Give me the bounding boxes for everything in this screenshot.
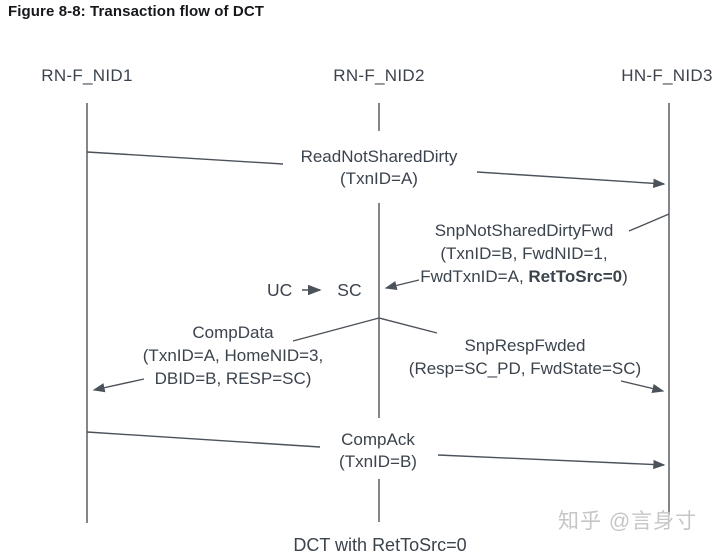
message-params: (TxnID=B) [339, 452, 417, 471]
message-name: CompAck [341, 430, 415, 449]
message-readnotshareddirty: ReadNotSharedDirty (TxnID=A) [301, 146, 458, 190]
lifeline-label-rn-f-nid1: RN-F_NID1 [41, 66, 133, 85]
figure-title: Figure 8-8: Transaction flow of DCT [8, 3, 265, 20]
arrow-snpnotshareddirtyfwd-right-segment [628, 213, 670, 232]
arrow-readnotshareddirty-left-segment [86, 151, 284, 165]
message-name: SnpRespFwded [464, 336, 586, 355]
message-params: (TxnID=A) [340, 169, 418, 188]
message-params: (TxnID=B, FwdNID=1, [440, 244, 608, 263]
message-name: SnpNotSharedDirtyFwd [434, 221, 614, 240]
message-params: (Resp=SC_PD, FwdState=SC) [408, 359, 642, 378]
cache-state-change: UC SC [267, 279, 362, 301]
arrow-compack-head-segment [437, 454, 666, 470]
arrow-snpnotshareddirtyfwd-head-segment [384, 279, 420, 291]
message-name: CompData [192, 323, 274, 342]
params-prefix: FwdTxnID=A, [420, 267, 529, 286]
arrow-compack-left-segment [86, 431, 321, 448]
message-compdata: CompData (TxnID=A, HomeNID=3, DBID=B, RE… [143, 321, 323, 390]
params-suffix: ) [622, 267, 628, 286]
state-transition-arrow-icon [302, 285, 322, 295]
state-after: SC [337, 280, 362, 300]
watermark-text: 知乎 @言身寸 [558, 510, 698, 533]
arrow-snprespfwded-head-segment [620, 380, 665, 394]
message-params: (TxnID=A, HomeNID=3, [142, 346, 324, 365]
state-before: UC [267, 280, 293, 300]
arrow-compdata-head-segment [92, 378, 145, 393]
arrow-readnotshareddirty-head-segment [476, 171, 666, 188]
arrow-snprespfwded-upper-segment [378, 317, 438, 334]
message-params: FwdTxnID=A, RetToSrc=0) [420, 265, 628, 288]
message-snprespfwded: SnpRespFwded (Resp=SC_PD, FwdState=SC) [409, 334, 641, 380]
lifeline-label-hn-f-nid3: HN-F_NID3 [621, 66, 713, 85]
message-compack: CompAck (TxnID=B) [339, 429, 417, 473]
message-name: ReadNotSharedDirty [300, 147, 458, 166]
diagram-caption: DCT with RetToSrc=0 [293, 535, 467, 555]
lifeline-label-rn-f-nid2: RN-F_NID2 [333, 66, 425, 85]
message-snpnotshareddirtyfwd: SnpNotSharedDirtyFwd (TxnID=B, FwdNID=1,… [420, 219, 628, 288]
arrow-compdata-upper-segment [292, 317, 380, 342]
params-rettosrc-bold: RetToSrc=0 [528, 267, 623, 286]
message-params: DBID=B, RESP=SC) [154, 369, 312, 388]
